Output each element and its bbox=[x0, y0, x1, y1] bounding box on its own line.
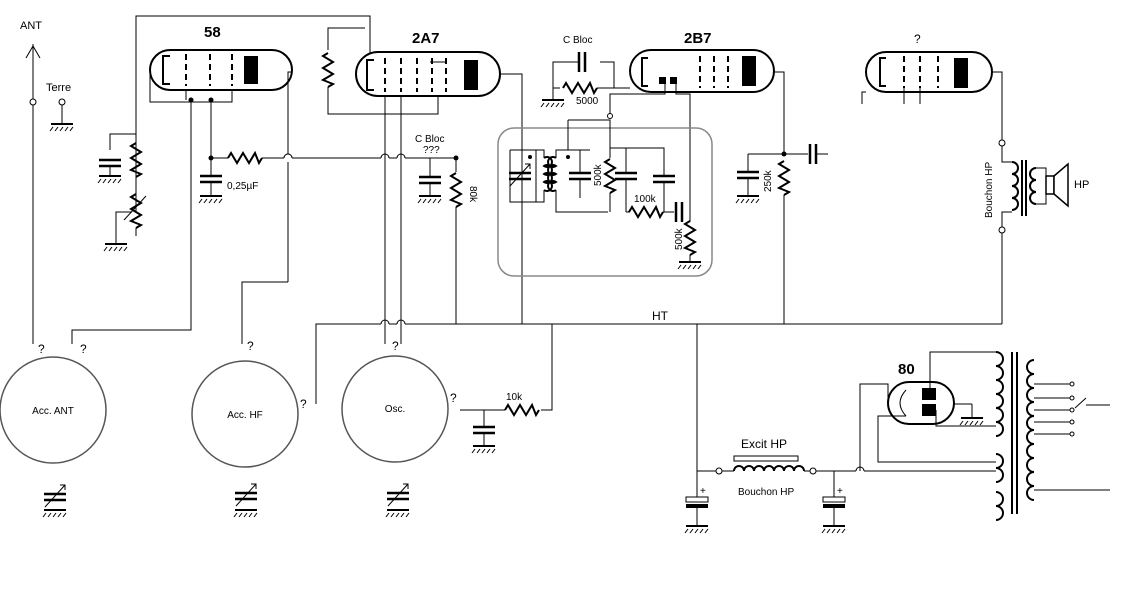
r80k-label: 80k bbox=[467, 186, 478, 203]
hp-label: HP bbox=[1074, 179, 1089, 191]
r100k-label: 100k bbox=[634, 194, 657, 205]
dial-acc-hf-label: Acc. HF bbox=[227, 410, 263, 421]
ground-icon bbox=[385, 509, 410, 518]
r500k-b-label: 500k bbox=[674, 227, 685, 250]
dial-acc-ant[interactable]: Acc. ANT bbox=[0, 356, 107, 464]
cbloc-top-label: C Bloc bbox=[563, 35, 592, 46]
r10k-label: 10k bbox=[506, 392, 523, 403]
tube-58-label: 58 bbox=[204, 24, 221, 41]
tube-output-label: ? bbox=[914, 32, 921, 46]
dial-acc-ant-label: Acc. ANT bbox=[32, 406, 74, 417]
bouchon-h-label: Bouchon HP bbox=[738, 487, 794, 498]
ground-icon bbox=[821, 525, 846, 534]
tube-80-label: 80 bbox=[898, 361, 915, 378]
ht-label: HT bbox=[652, 309, 669, 323]
variable-capacitor-icon bbox=[233, 482, 259, 508]
tube-58 bbox=[149, 49, 293, 91]
ground-icon bbox=[233, 509, 258, 518]
dial-osc[interactable]: Osc. bbox=[341, 355, 449, 463]
cbloc-mid-q-label: ??? bbox=[423, 145, 440, 156]
tube-2b7-label: 2B7 bbox=[684, 30, 712, 47]
ground-icon bbox=[198, 195, 223, 204]
antenna-icon bbox=[25, 44, 41, 62]
q-hf1-label: ? bbox=[247, 339, 254, 353]
tube-80 bbox=[887, 381, 955, 425]
ground-icon bbox=[417, 195, 442, 204]
transformer-icon bbox=[995, 351, 1035, 521]
r500k-a-label: 500k bbox=[593, 163, 604, 186]
bouchon-v-label: Bouchon HP bbox=[984, 162, 995, 218]
electrolytic-capacitor-icon bbox=[822, 496, 846, 508]
tube-2a7-label: 2A7 bbox=[412, 30, 440, 47]
ground-icon bbox=[677, 261, 702, 270]
ground-icon bbox=[540, 99, 565, 108]
tube-2a7 bbox=[355, 51, 501, 97]
ground-icon bbox=[103, 243, 128, 252]
r5000-label: 5000 bbox=[576, 96, 599, 107]
ground-icon bbox=[97, 175, 122, 184]
tube-2b7 bbox=[629, 49, 775, 93]
q-ant1-label: ? bbox=[38, 342, 45, 356]
ground-icon bbox=[42, 509, 67, 518]
tube-output bbox=[865, 51, 993, 93]
ground-icon bbox=[959, 417, 984, 426]
output-transformer bbox=[1011, 160, 1037, 216]
ant-label: ANT bbox=[20, 20, 42, 32]
q-osc1-label: ? bbox=[392, 339, 399, 353]
plus1-label: + bbox=[700, 486, 706, 497]
terre-label: Terre bbox=[46, 82, 71, 94]
inductor bbox=[542, 156, 558, 192]
r250k-label: 250k bbox=[763, 169, 774, 192]
ground-icon bbox=[471, 445, 496, 454]
cbloc-mid-label: C Bloc bbox=[415, 134, 444, 145]
q-osc2-label: ? bbox=[450, 391, 457, 405]
q-hf2-label: ? bbox=[300, 397, 307, 411]
q-ant2-label: ? bbox=[80, 342, 87, 356]
c025-label: 0,25µF bbox=[227, 181, 258, 192]
ground-icon bbox=[735, 195, 760, 204]
dial-acc-hf[interactable]: Acc. HF bbox=[191, 360, 299, 468]
excit-label: Excit HP bbox=[741, 437, 787, 451]
if-transformer-box bbox=[497, 127, 713, 277]
variable-capacitor-icon bbox=[42, 483, 68, 509]
speaker-icon bbox=[1045, 162, 1069, 208]
electrolytic-capacitor-icon bbox=[685, 496, 709, 508]
dial-osc-label: Osc. bbox=[385, 404, 406, 415]
plus2-label: + bbox=[837, 486, 843, 497]
ground-icon bbox=[684, 525, 709, 534]
excit-coil bbox=[733, 465, 805, 472]
variable-capacitor-icon bbox=[385, 482, 411, 508]
ground-icon bbox=[49, 123, 74, 132]
